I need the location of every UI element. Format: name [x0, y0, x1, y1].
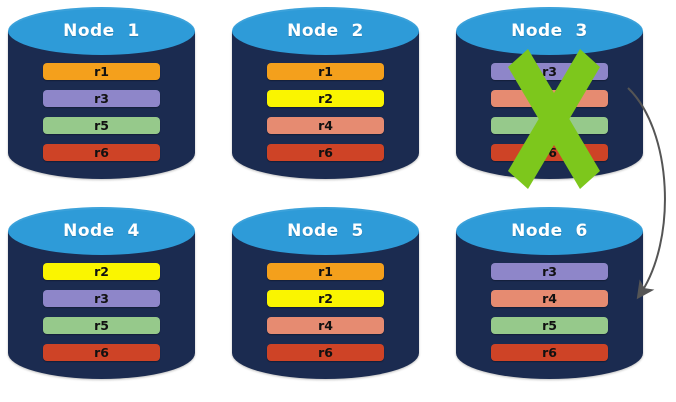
node-1-replica-r3[interactable]: r3 — [43, 90, 160, 107]
node-1-cylinder-top — [8, 7, 195, 55]
node-1[interactable]: Node 1 r1 r3 r5 r6 — [8, 7, 195, 179]
node-6-label: Node 6 — [511, 221, 588, 241]
node-2-replica-r2[interactable]: r2 — [267, 90, 384, 107]
node-6-replica-r6[interactable]: r6 — [491, 344, 608, 361]
node-3-cylinder-top — [456, 7, 643, 55]
node-2-cylinder-top — [232, 7, 419, 55]
node-4-cylinder-top — [8, 207, 195, 255]
node-6-cylinder-top — [456, 207, 643, 255]
node-3-replica-r4[interactable]: r4 — [491, 90, 608, 107]
node-5-cylinder-top — [232, 207, 419, 255]
node-3-replica-r6[interactable]: r6 — [491, 144, 608, 161]
node-3[interactable]: Node 3 r3 r4 r5 r6 — [456, 7, 643, 189]
node-6-replica-r3[interactable]: r3 — [491, 263, 608, 280]
node-1-label: Node 1 — [63, 21, 140, 41]
node-4-replica-r2[interactable]: r2 — [43, 263, 160, 280]
node-2-replica-r4[interactable]: r4 — [267, 117, 384, 134]
node-5-replica-r4[interactable]: r4 — [267, 317, 384, 334]
node-4-replica-r5[interactable]: r5 — [43, 317, 160, 334]
node-6-replica-r4[interactable]: r4 — [491, 290, 608, 307]
node-5-label: Node 5 — [287, 221, 364, 241]
node-5-replica-r2[interactable]: r2 — [267, 290, 384, 307]
node-5-replica-r1[interactable]: r1 — [267, 263, 384, 280]
node-3-replica-r3[interactable]: r3 — [491, 63, 608, 80]
node-1-replica-r6[interactable]: r6 — [43, 144, 160, 161]
node-5-replica-r6[interactable]: r6 — [267, 344, 384, 361]
node-4[interactable]: Node 4 r2 r3 r5 r6 — [8, 207, 195, 379]
node-2[interactable]: Node 2 r1 r2 r4 r6 — [232, 7, 419, 179]
node-1-replica-r5[interactable]: r5 — [43, 117, 160, 134]
node-6-replica-r5[interactable]: r5 — [491, 317, 608, 334]
node-6[interactable]: Node 6 r3 r4 r5 r6 — [456, 207, 643, 379]
node-2-replica-r1[interactable]: r1 — [267, 63, 384, 80]
node-3-replica-r5[interactable]: r5 — [491, 117, 608, 134]
node-2-replica-r6[interactable]: r6 — [267, 144, 384, 161]
node-2-label: Node 2 — [287, 21, 364, 41]
node-5[interactable]: Node 5 r1 r2 r4 r6 — [232, 207, 419, 379]
node-4-replica-r3[interactable]: r3 — [43, 290, 160, 307]
node-4-replica-r6[interactable]: r6 — [43, 344, 160, 361]
node-1-replica-r1[interactable]: r1 — [43, 63, 160, 80]
node-3-label: Node 3 — [511, 21, 588, 41]
node-4-label: Node 4 — [63, 221, 140, 241]
